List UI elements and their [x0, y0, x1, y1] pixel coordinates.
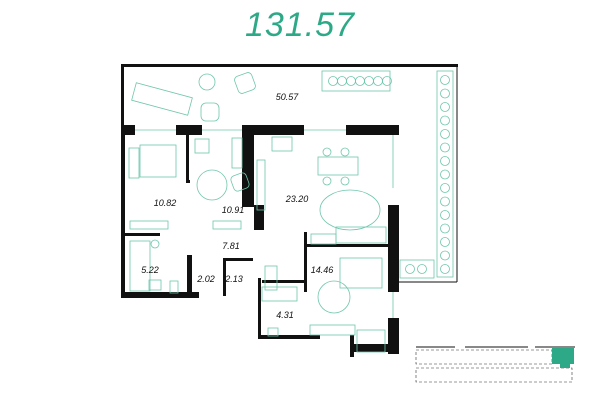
- plant-icon: [440, 210, 450, 220]
- plant-icon: [382, 76, 392, 86]
- plant-icon: [440, 237, 450, 247]
- plant-icon: [440, 250, 450, 261]
- plant-icon: [405, 264, 415, 274]
- windows: [135, 129, 394, 318]
- room-area-bathroom-1: 5.22: [141, 265, 159, 275]
- plant-icon: [440, 142, 450, 153]
- plant-icon: [440, 223, 450, 234]
- plant-icon: [440, 169, 450, 180]
- plant-icon: [440, 156, 450, 166]
- room-area-closet: 2.13: [224, 274, 243, 284]
- plant-icon: [328, 76, 338, 86]
- room-area-bedroom-1: 10.82: [154, 198, 177, 208]
- plant-icon: [440, 183, 450, 193]
- walls: [121, 125, 399, 357]
- plant-icon: [440, 88, 450, 99]
- room-area-hall: 7.81: [222, 241, 240, 251]
- plant-icon: [346, 76, 356, 86]
- plant-icon: [440, 264, 450, 274]
- planter-boxes: [321, 70, 454, 279]
- room-area-kitchen-living: 23.20: [285, 194, 309, 204]
- plant-icon: [417, 264, 427, 274]
- plant-icon: [355, 76, 365, 86]
- furniture: [128, 72, 387, 353]
- plant-icon: [364, 76, 374, 86]
- room-area-bathroom-2: 4.31: [276, 310, 294, 320]
- plant-icon: [440, 115, 450, 126]
- room-area-corridor: 2.02: [196, 274, 215, 284]
- plant-icon: [440, 129, 450, 139]
- plant-icon: [440, 75, 450, 85]
- room-area-terrace: 50.57: [276, 92, 300, 102]
- building-location-map: [415, 346, 575, 383]
- apartment-highlight: [552, 348, 574, 364]
- plant-icon: [337, 76, 347, 86]
- plant-icon: [440, 102, 450, 112]
- plant-icon: [440, 196, 450, 207]
- room-area-bedroom-3: 14.46: [311, 265, 334, 275]
- terrace-outline: [121, 64, 458, 283]
- room-area-bedroom-2: 10.91: [222, 205, 245, 215]
- plant-icon: [373, 76, 383, 86]
- total-area-title: 131.57: [245, 6, 355, 44]
